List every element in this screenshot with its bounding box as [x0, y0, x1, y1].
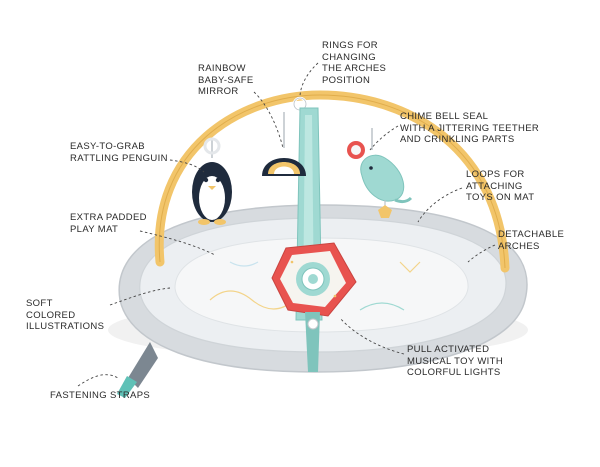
leader-straps [77, 374, 119, 387]
seal-icon [360, 154, 413, 204]
illustration-line [359, 302, 405, 311]
arch-edge [158, 94, 506, 269]
illustration-line [209, 290, 295, 310]
leader-lines [77, 62, 496, 387]
callout-soft: SOFT COLORED ILLUSTRATIONS [26, 298, 105, 332]
callout-rings: RINGS FOR CHANGING THE ARCHES POSITION [322, 40, 387, 86]
leader-chime [369, 125, 399, 151]
leader-pull [339, 317, 405, 355]
illustration-line [399, 261, 421, 273]
leader-mirror [253, 91, 284, 149]
leader-padded [139, 230, 216, 256]
leader-arches [467, 244, 496, 263]
teether-icon [378, 205, 392, 218]
leader-rings [299, 62, 319, 98]
leader-penguin [169, 159, 205, 173]
callout-mirror: RAINBOW BABY-SAFE MIRROR [198, 63, 254, 97]
callout-loops: LOOPS FOR ATTACHING TOYS ON MAT [466, 169, 535, 203]
fastening-strap [128, 342, 158, 388]
fastening-strap-tab [117, 376, 137, 398]
bell-icon-center [351, 145, 361, 155]
leader-loops [417, 187, 463, 223]
callout-arches: DETACHABLE ARCHES [498, 229, 565, 252]
illustration-line [229, 261, 259, 267]
pull-ring [307, 318, 319, 330]
callout-penguin: EASY-TO-GRAB RATTLING PENGUIN [70, 141, 168, 164]
callout-chime: CHIME BELL SEAL WITH A JITTERING TEETHER… [400, 111, 540, 145]
penguin-icon [192, 162, 232, 225]
callout-pull: PULL ACTIVATED MUSICAL TOY WITH COLORFUL… [407, 344, 504, 378]
penguin-ring [203, 137, 221, 155]
leader-soft [109, 287, 171, 306]
callout-padded: EXTRA PADDED PLAY MAT [70, 212, 147, 235]
musical-toy-icon [271, 242, 357, 317]
callout-straps: FASTENING STRAPS [50, 390, 151, 401]
mirror-icon [262, 158, 306, 176]
